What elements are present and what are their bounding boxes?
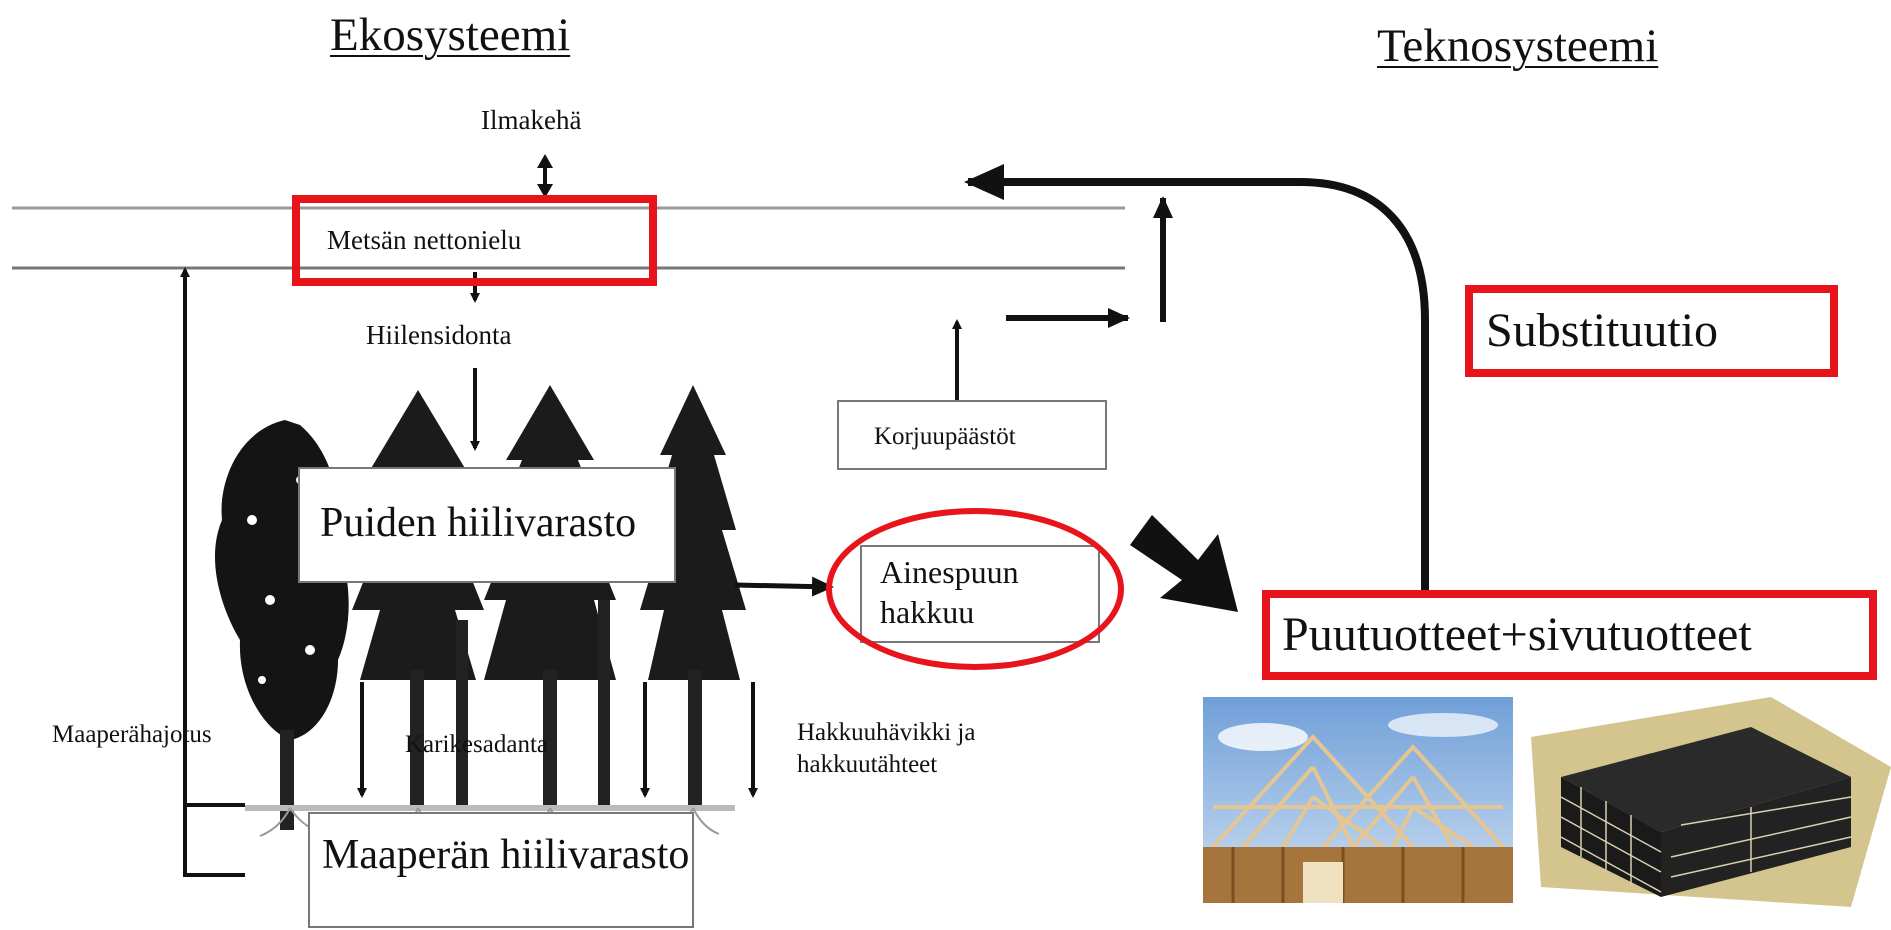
harvest-emissions-label: Korjuupäästöt xyxy=(874,423,1016,450)
atmosphere-exchange-arrow xyxy=(537,154,553,198)
soil-carbon-stock-box xyxy=(308,812,694,928)
timber-harvest-highlight-ellipse xyxy=(826,508,1124,670)
atmosphere-label: Ilmakehä xyxy=(481,105,582,135)
harvest-loss-label-line1: Hakkuuhävikki ja xyxy=(797,719,976,746)
tree-carbon-stock-label: Puiden hiilivarasto xyxy=(320,500,637,546)
wood-products-arrow xyxy=(1130,515,1238,612)
substitution-label: Substituutio xyxy=(1486,304,1719,357)
litterfall-label: Karikesadanta xyxy=(405,731,548,758)
soil-decomposition-label: Maaperähajotus xyxy=(52,721,212,748)
harvest-loss-label-line2: hakkuutähteet xyxy=(797,751,938,778)
technosystem-header: Teknosysteemi xyxy=(1377,20,1659,72)
soil-carbon-stock-label: Maaperän hiilivarasto xyxy=(322,832,690,878)
substitution-arrow xyxy=(964,164,1429,592)
harvest-arrow xyxy=(734,576,834,597)
spruce-tree-right xyxy=(640,385,746,810)
ecosystem-header: Ekosysteemi xyxy=(330,9,571,61)
house-frame-image xyxy=(1203,697,1513,903)
lumber-stack-image xyxy=(1521,697,1891,907)
tree-carbon-stock-box xyxy=(298,467,676,583)
soil-decomposition-arrow xyxy=(180,267,245,877)
sequestration-label: Hiilensidonta xyxy=(366,320,512,350)
harvest-emissions-box xyxy=(837,400,1107,470)
spruce-trunk-extra xyxy=(456,600,610,810)
substitution-highlight xyxy=(1465,285,1838,377)
net-sink-highlight xyxy=(292,195,657,286)
wood-products-highlight xyxy=(1262,590,1877,680)
net-sink-label: Metsän nettonielu xyxy=(327,225,522,255)
wood-products-label: Puutuotteet+sivutuotteet xyxy=(1282,608,1752,661)
